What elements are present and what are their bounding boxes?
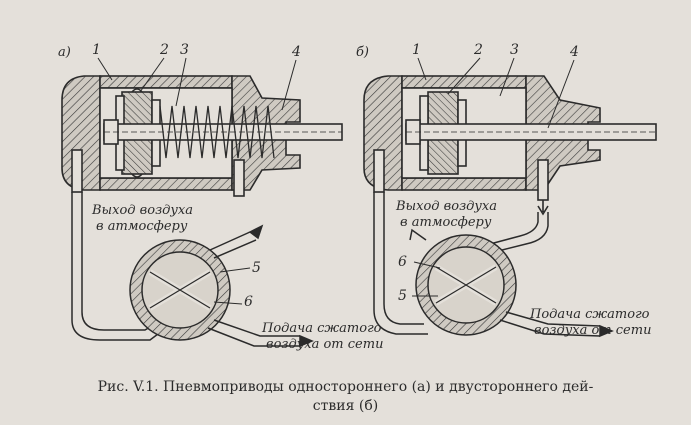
figure-caption: Рис. V.1. Пневмоприводы одностороннего (… [0, 378, 691, 416]
supply-a-line2: воздуха от сети [266, 337, 383, 352]
right-port-a [233, 159, 245, 197]
pipe-b-left-inner [383, 192, 424, 325]
panel-a [61, 75, 343, 197]
panel-b-label: б) [356, 45, 369, 60]
caption-line-2: ствия (б) [312, 398, 379, 414]
port-a-5: 5 [252, 260, 261, 276]
labels: а) 1 2 3 4 5 6 Выход воздуха в атмосферу… [58, 42, 651, 352]
valve-b-exhaust-arrow [409, 228, 427, 241]
pipe-b-right-inner [493, 212, 549, 253]
supply-b-line1: Подача сжатого [529, 307, 650, 322]
valve-a-exhaust-line [209, 231, 257, 259]
port-a-6: 6 [244, 294, 253, 310]
panel-a-pneumatics [71, 192, 314, 348]
pipe-b-right [489, 212, 539, 245]
rod-b [405, 119, 657, 145]
exhaust-b-line1: Выход воздуха [395, 199, 497, 214]
exhaust-b-line2: в атмосферу [400, 215, 492, 230]
caption-line-1: Рис. V.1. Пневмоприводы одностороннего (… [97, 379, 594, 395]
part-a-1: 1 [92, 42, 101, 58]
part-b-1: 1 [412, 42, 421, 58]
panel-b-pneumatics [373, 192, 614, 338]
supply-b-line2: воздуха от сети [534, 323, 651, 338]
pipe-b-left [373, 192, 428, 335]
exhaust-a-line2: в атмосферу [96, 219, 188, 234]
port-b-6: 6 [398, 254, 407, 270]
panel-a-label: а) [58, 45, 71, 60]
part-a-2: 2 [159, 42, 169, 58]
left-port-a [71, 149, 83, 193]
right-port-b [537, 159, 549, 201]
valve-a-supply-line [207, 319, 300, 347]
spring-a [159, 105, 275, 159]
part-a-4: 4 [291, 44, 301, 60]
valve-b-supply-line [499, 311, 601, 337]
panel-b [363, 75, 657, 216]
part-b-2: 2 [473, 42, 483, 58]
part-a-3: 3 [180, 42, 189, 58]
pipe-a-left [71, 192, 171, 341]
left-port-b [373, 149, 385, 193]
supply-a-line1: Подача сжатого [261, 321, 382, 336]
port-b-5: 5 [398, 288, 407, 304]
leader-lines [97, 57, 575, 129]
part-b-4: 4 [569, 44, 579, 60]
pipe-a-left-inner [81, 192, 166, 331]
exhaust-a-line1: Выход воздуха [91, 203, 193, 218]
part-b-3: 3 [510, 42, 519, 58]
